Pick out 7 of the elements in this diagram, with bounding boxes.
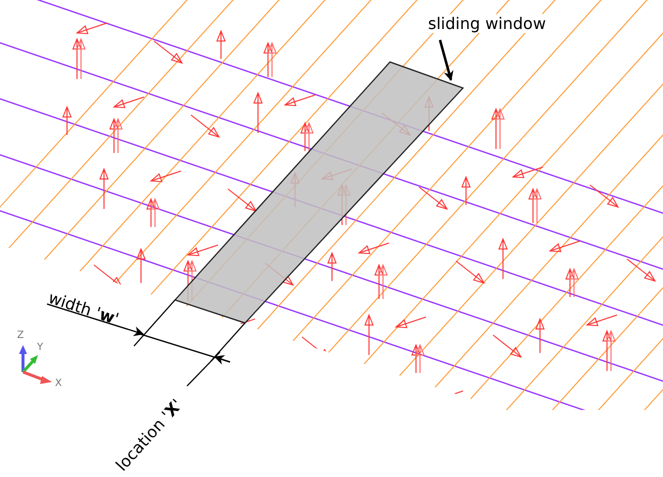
dimension-label: width 'w'	[46, 288, 122, 329]
window-panel	[174, 61, 464, 324]
callout-label: sliding window	[426, 14, 548, 33]
axis-label: X	[55, 378, 62, 389]
axis-label: Y	[37, 342, 44, 353]
axis-label: Z	[17, 330, 24, 341]
arrow	[438, 40, 454, 81]
